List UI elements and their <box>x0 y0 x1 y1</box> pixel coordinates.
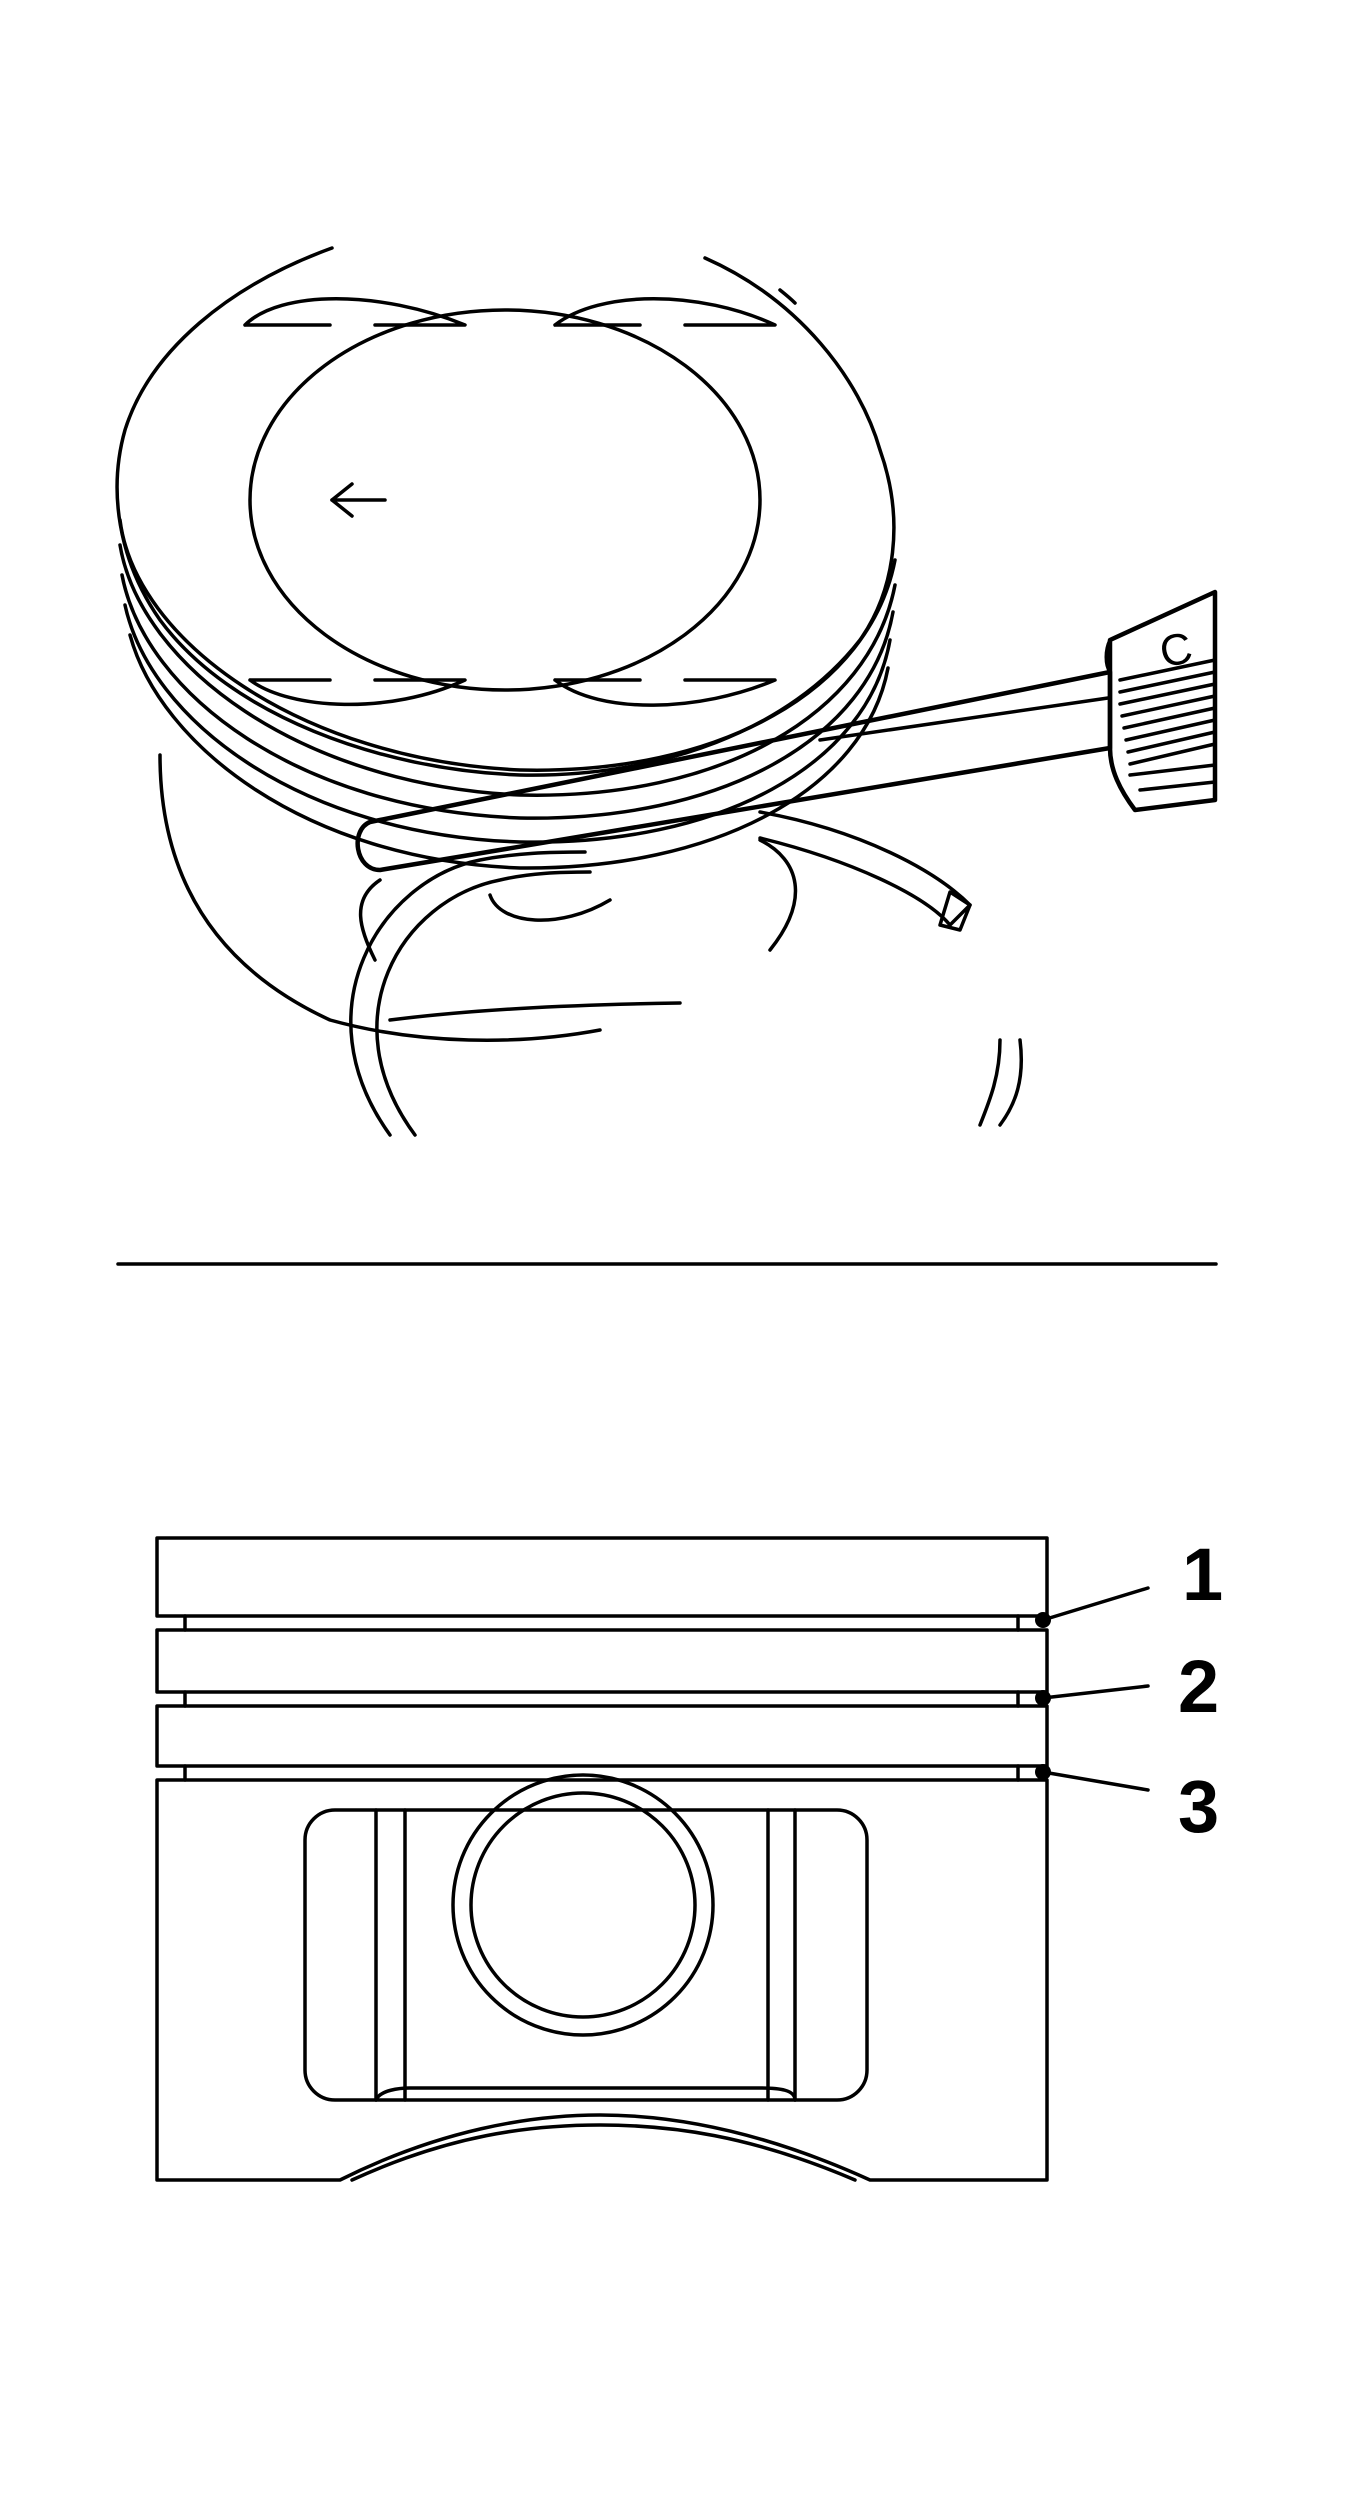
ring-small-loop <box>488 893 612 922</box>
ring-lower-right <box>758 838 798 952</box>
callout-3: 3 <box>1035 1764 1219 1848</box>
ring-land-3 <box>120 573 895 820</box>
piston-skirt <box>158 753 602 1042</box>
ring-land-1 <box>118 518 897 772</box>
ring-right-end <box>938 890 972 932</box>
piston-skirt-inner-arc <box>350 2123 857 2182</box>
valve-relief-top-right <box>553 297 777 327</box>
piston-crown-outline <box>115 246 896 777</box>
ring-inner-left <box>358 878 382 962</box>
tool-mark-c: C <box>1155 623 1196 678</box>
ring-groove-3 <box>183 1764 1020 1782</box>
pin-boss-bottom <box>374 2086 797 2102</box>
ring-land-middle <box>155 1628 1049 1694</box>
valve-relief-bottom-right <box>553 678 777 707</box>
callout-1-label: 1 <box>1182 1533 1223 1616</box>
ring-expander-handle: C <box>1104 589 1218 813</box>
ring-land-2 <box>118 543 897 797</box>
expanded-piston-ring-inner <box>349 850 587 1137</box>
piston-skirt-bottom <box>388 1001 682 1022</box>
combustion-bowl <box>248 308 762 692</box>
ring-land-5 <box>128 633 890 870</box>
callout-1: 1 <box>1035 1533 1223 1628</box>
ring-expander-inner <box>818 696 1110 742</box>
ring-groove-1 <box>183 1614 1020 1632</box>
expanded-piston-ring <box>375 870 592 1137</box>
ring-land-top <box>155 1536 1049 1618</box>
pin-boss-recess <box>303 1808 869 2102</box>
callout-3-label: 3 <box>1178 1765 1219 1848</box>
piston-pin-outer <box>451 1773 715 2037</box>
valve-relief-bottom-left <box>248 678 467 707</box>
callout-2-label: 2 <box>1178 1645 1219 1728</box>
ring-expander-jaw <box>355 669 1113 873</box>
piston-pin-inner <box>469 1791 697 2019</box>
valve-relief-top-left <box>243 297 467 327</box>
arrow-left-icon <box>330 482 387 518</box>
callout-2: 2 <box>1035 1645 1219 1728</box>
piston-side-view: 1 2 3 <box>155 1533 1223 2182</box>
ring-gap-mark <box>978 1038 1024 1127</box>
ring-land-4 <box>123 603 892 844</box>
ring-land-lower <box>155 1704 1049 1768</box>
piston-skirt-body <box>155 1778 1049 2182</box>
piston-ring-removal-view: C <box>115 246 1218 1137</box>
piston-crown-outline-right-break <box>778 288 797 305</box>
ring-groove-2 <box>183 1690 1020 1708</box>
